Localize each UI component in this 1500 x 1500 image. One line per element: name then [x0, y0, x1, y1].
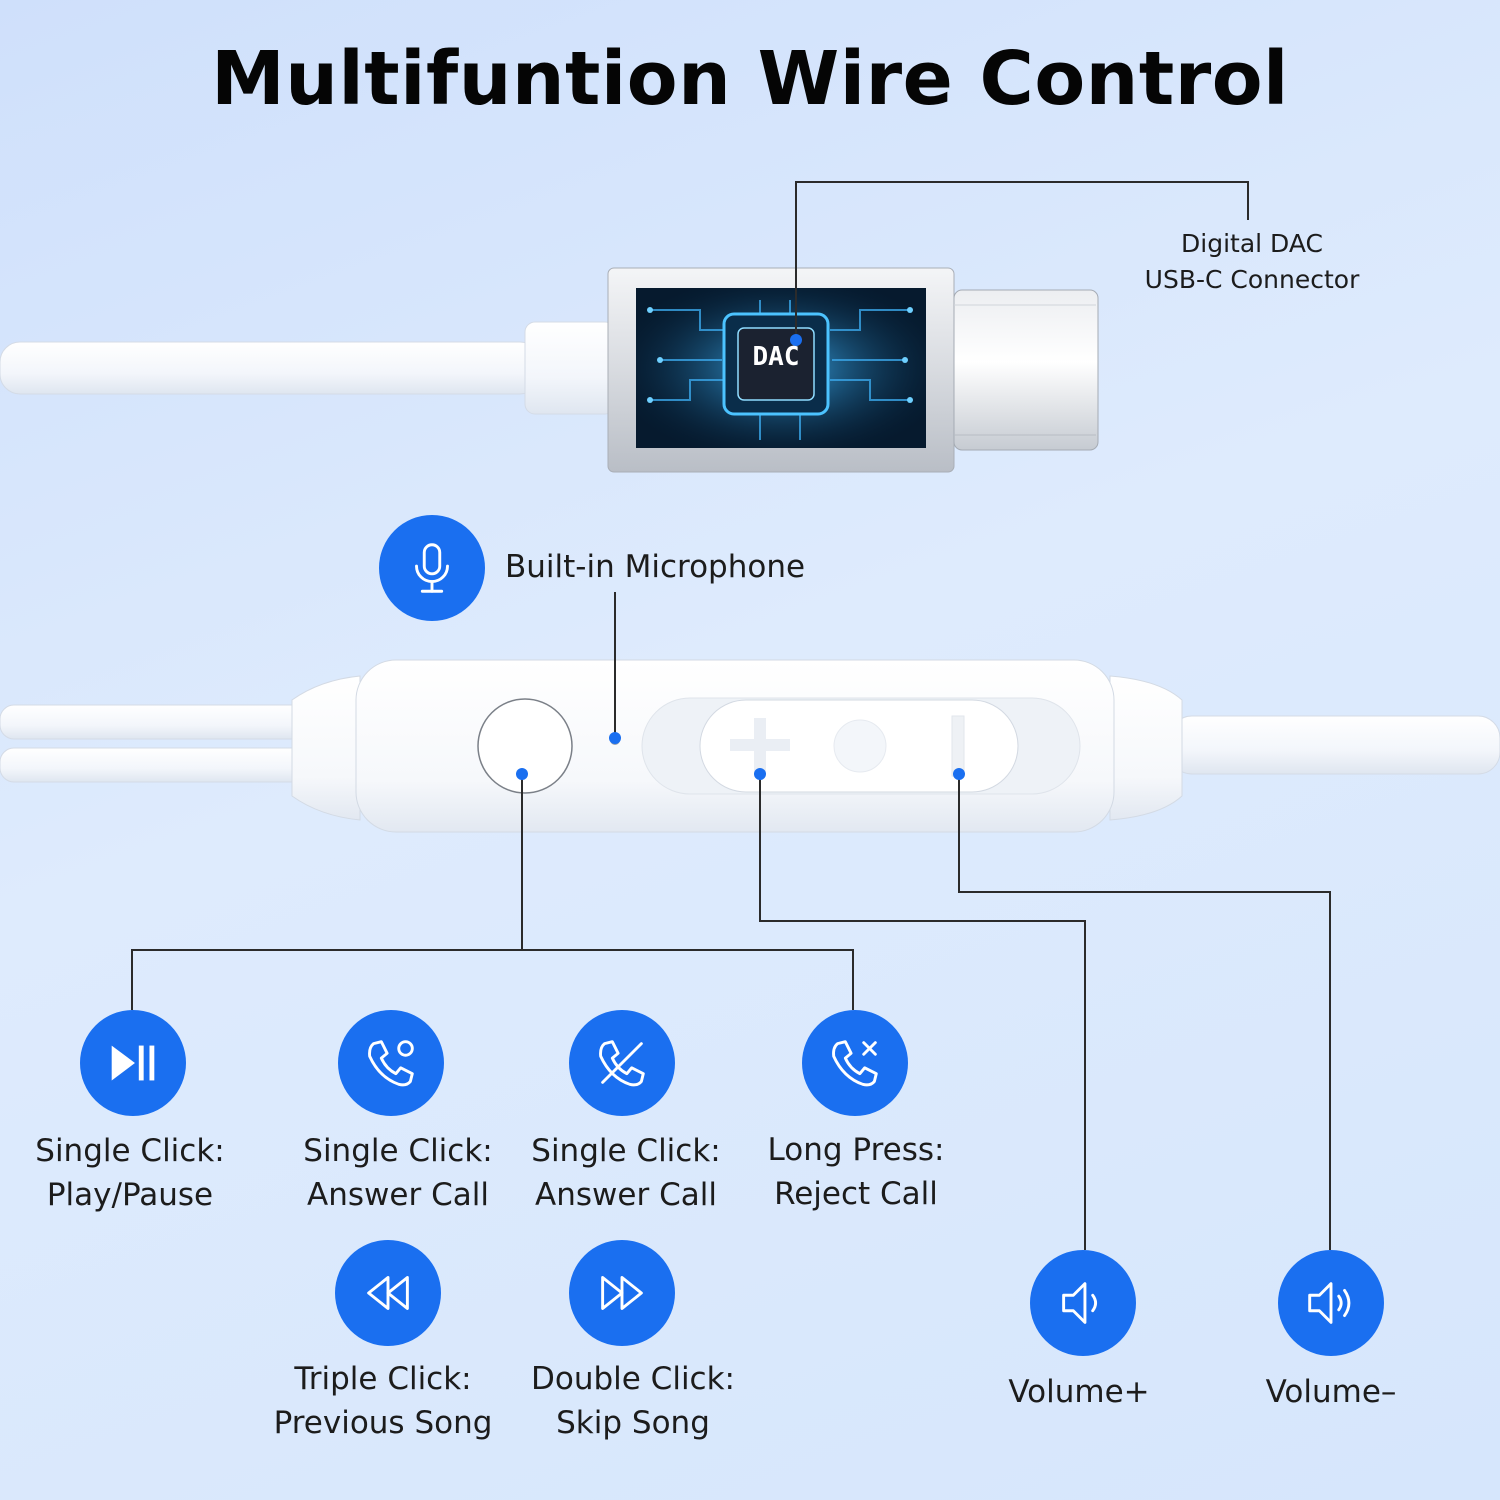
function-line1: Single Click:: [35, 1133, 225, 1169]
function-line2: Previous Song: [273, 1405, 493, 1441]
volume-up-icon: [1030, 1250, 1136, 1356]
usb-c-cable: [0, 321, 616, 415]
rewind-icon: [335, 1240, 441, 1346]
reject-call-icon: [802, 1010, 908, 1116]
function-label-play-pause: Single Click: Play/Pause: [20, 1129, 240, 1217]
callout-lines: [131, 592, 1331, 1250]
function-label-rewind: Triple Click: Previous Song: [268, 1357, 498, 1445]
earphone-cable: [0, 704, 1500, 783]
microphone-label: Built-in Microphone: [505, 549, 806, 585]
dac-callout-dot: [790, 334, 802, 346]
function-line2: Reject Call: [774, 1176, 938, 1212]
function-line2: Answer Call: [307, 1177, 489, 1213]
function-line2: Skip Song: [556, 1405, 710, 1441]
hang-up-call-icon: [569, 1010, 675, 1116]
connector-label-line1: Digital DAC: [1181, 229, 1323, 258]
microphone-icon: [379, 515, 485, 621]
function-label-skip: Double Click: Skip Song: [520, 1357, 746, 1445]
volume-up-label: Volume+: [1008, 1374, 1150, 1410]
function-line1: Single Click:: [303, 1133, 493, 1169]
usb-c-connector: [607, 267, 1099, 473]
dac-callout-line: [795, 181, 1249, 340]
function-label-reject-call: Long Press: Reject Call: [746, 1128, 966, 1216]
answer-call-icon: [338, 1010, 444, 1116]
connector-label-line2: USB-C Connector: [1144, 265, 1360, 294]
wire-remote: [291, 659, 1183, 833]
connector-label: Digital DAC USB-C Connector: [1120, 226, 1384, 298]
page-title: Multifuntion Wire Control: [211, 36, 1289, 122]
function-line2: Play/Pause: [46, 1177, 214, 1213]
volume-down-icon: [1278, 1250, 1384, 1356]
function-line1: Single Click:: [531, 1133, 721, 1169]
volume-down-label: Volume–: [1265, 1374, 1397, 1410]
play-pause-icon: [80, 1010, 186, 1116]
function-line1: Long Press:: [767, 1132, 945, 1168]
function-line1: Double Click:: [530, 1361, 735, 1397]
function-label-answer-call: Single Click: Answer Call: [288, 1129, 508, 1217]
fast-forward-icon: [569, 1240, 675, 1346]
dac-chip-label: DAC: [752, 342, 800, 372]
function-line2: Answer Call: [535, 1177, 717, 1213]
function-label-hang-up: Single Click: Answer Call: [516, 1129, 736, 1217]
function-line1: Triple Click:: [294, 1361, 472, 1397]
